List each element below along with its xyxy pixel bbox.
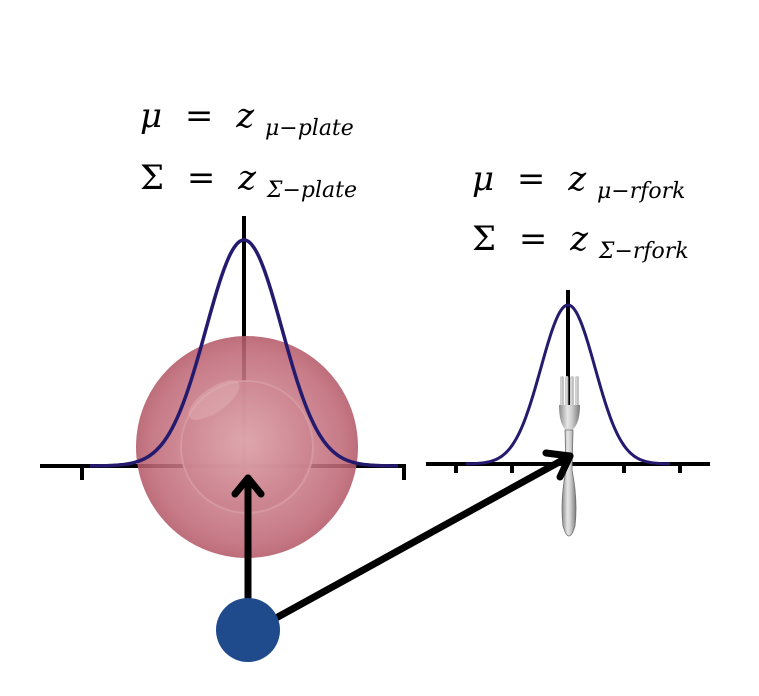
plate-mean-subscript: μ−plate — [265, 116, 354, 141]
fork-mean-value: z — [567, 159, 587, 199]
fork-mean-equation: μ = z μ−rfork — [472, 159, 685, 204]
fork-mean-equals: = — [517, 159, 546, 199]
fork-mean-symbol: μ — [472, 159, 494, 199]
plate-mean-symbol: μ — [140, 96, 162, 136]
plate-mean-equals: = — [185, 96, 214, 136]
svg-text:μ = z μ−plat: μ = z μ−plate — [140, 96, 354, 141]
plate-cov-subscript: Σ−plate — [266, 178, 357, 203]
fork-cov-equation: Σ = z Σ−rfork — [472, 219, 689, 264]
fork-cov-equals: = — [519, 219, 548, 259]
fork-cov-symbol: Σ — [472, 219, 496, 259]
plate-cov-equation: Σ = z Σ−plate — [140, 158, 357, 203]
fork-mean-subscript: μ−rfork — [597, 179, 685, 204]
latent-node-icon — [216, 598, 280, 662]
svg-text:μ = z μ−rfor: μ = z μ−rfork — [472, 159, 685, 204]
plate-cov-value: z — [237, 158, 257, 198]
fork-cov-subscript: Σ−rfork — [598, 239, 689, 264]
svg-text:Σ = z Σ−rfor: Σ = z Σ−rfork — [472, 219, 689, 264]
plate-mean-value: z — [235, 96, 255, 136]
fork-cov-value: z — [569, 219, 589, 259]
plate-cov-equals: = — [187, 158, 216, 198]
plate-cov-symbol: Σ — [140, 158, 164, 198]
svg-text:Σ = z Σ−plat: Σ = z Σ−plate — [140, 158, 357, 203]
plate-mean-equation: μ = z μ−plate — [140, 96, 354, 141]
